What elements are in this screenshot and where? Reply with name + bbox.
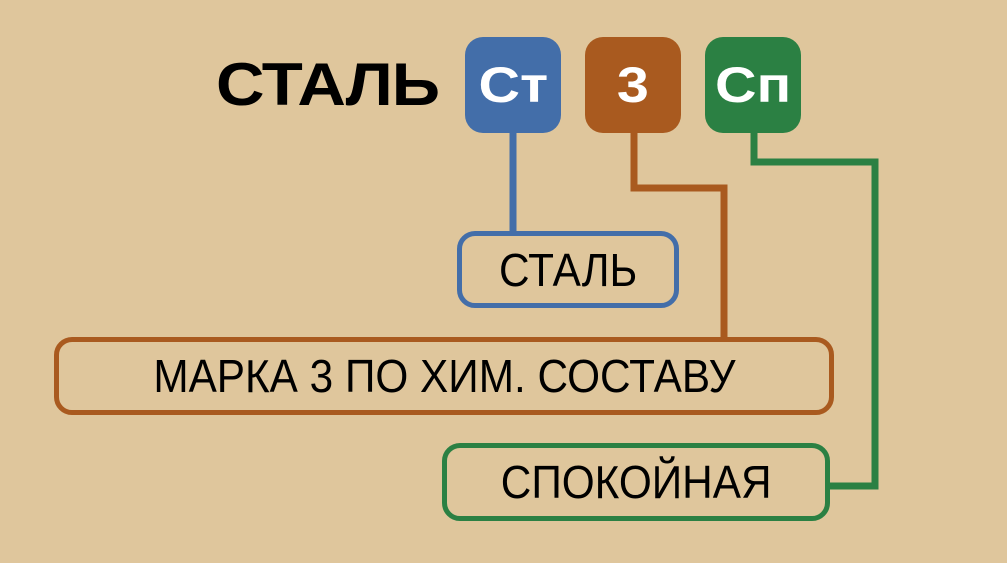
label-box-grade: МАРКА 3 ПО ХИМ. СОСТАВУ xyxy=(54,337,834,415)
connector-grade xyxy=(630,133,728,340)
diagram-title: СТАЛЬ xyxy=(216,51,440,118)
label-box-killed: СПОКОЙНАЯ xyxy=(442,443,830,521)
chip-st: Ст xyxy=(465,37,561,133)
label-box-steel: СТАЛЬ xyxy=(457,231,679,308)
chip-sp: Сп xyxy=(705,37,801,133)
connector-killed xyxy=(750,133,879,490)
chip-3: 3 xyxy=(585,37,681,133)
